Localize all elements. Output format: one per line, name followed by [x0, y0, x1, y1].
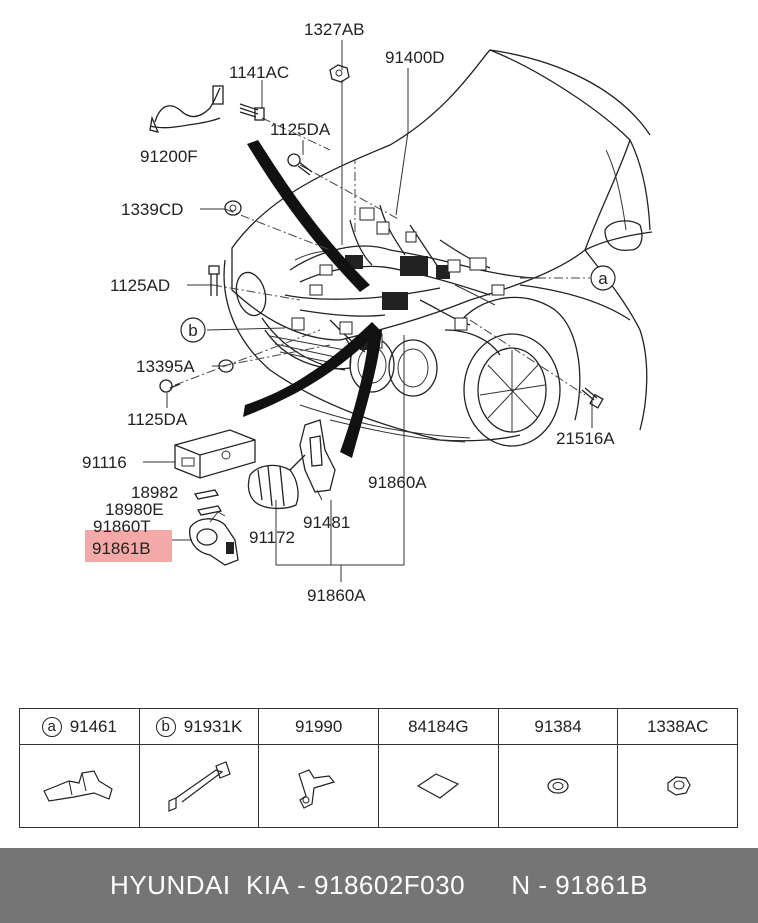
part-labels: 1327AB 91400D 1141AC 1125DA 91200F 1339C… [82, 20, 615, 605]
part-number: 91461 [69, 716, 117, 736]
part-number: 91931K [183, 716, 243, 736]
footer-banner: HYUNDAI KIA - 918602F030 N - 91861B [0, 848, 758, 923]
callout-b-label: b [188, 321, 197, 340]
label-91861B[interactable]: 91861B [92, 539, 151, 558]
label-91860T[interactable]: 91860T [93, 517, 151, 536]
ref-circle-a: a [41, 716, 62, 737]
nut-icon [667, 776, 691, 796]
label-1125AD[interactable]: 1125AD [110, 276, 170, 295]
label-91200F[interactable]: 91200F [140, 147, 198, 166]
fuse-box-91116-icon [174, 429, 256, 479]
label-91116[interactable]: 91116 [82, 453, 127, 472]
table-cell-header: 1338AC [618, 709, 738, 745]
highlight-91861B [85, 530, 172, 562]
part-number: 1338AC [646, 716, 709, 736]
grommet-icon [547, 778, 569, 794]
label-1141AC[interactable]: 1141AC [229, 63, 289, 82]
table-cell-header: 91384 [498, 709, 618, 745]
battery-components [174, 419, 336, 566]
pad-icon [417, 773, 460, 799]
label-1327AB[interactable]: 1327AB [304, 20, 365, 39]
pointer-wedges [243, 140, 382, 458]
hardware-parts [149, 64, 604, 409]
washer-1339CD-icon [224, 200, 242, 216]
bolt-21516A-icon [581, 387, 604, 409]
table-cell-header: a 91461 [20, 709, 139, 745]
part-number: 84184G [408, 716, 469, 736]
label-91860A-right[interactable]: 91860A [368, 473, 427, 492]
wiring-harness [284, 204, 541, 353]
fuse-18980E-icon [196, 505, 223, 516]
label-18980E[interactable]: 18980E [105, 500, 164, 519]
nut-1327AB-icon [329, 64, 350, 83]
footer-note: N - 91861B [511, 870, 648, 900]
footer-part-number: - 918602F030 [297, 870, 466, 900]
part-number: 91990 [295, 716, 343, 736]
table-cell-header: 84184G [379, 709, 498, 745]
bracket-b-icon [168, 761, 231, 812]
table-cell-84184G[interactable]: 84184G [379, 709, 499, 827]
bolt-1125DA-bottom-icon [159, 379, 181, 393]
callout-a-label: a [598, 269, 608, 288]
callout-a[interactable]: a [590, 265, 616, 291]
leader-lines [143, 40, 593, 582]
label-91860A-bottom[interactable]: 91860A [307, 586, 366, 605]
table-cell-header: b 91931K [139, 709, 259, 745]
label-91481[interactable]: 91481 [303, 513, 350, 532]
label-1125DA-bottom[interactable]: 1125DA [127, 410, 188, 429]
ref-circle-b: b [155, 716, 176, 737]
bolt-1141AC-icon [239, 103, 265, 121]
table-cell-1338AC[interactable]: 1338AC [618, 709, 738, 827]
parts-table: a 91461 b 91931K 91990 [19, 708, 738, 828]
cable-91200F-icon [149, 85, 224, 133]
label-1125DA-top[interactable]: 1125DA [270, 120, 331, 139]
bolt-1125DA-top-icon [287, 153, 313, 176]
nut-13395A-icon [218, 359, 234, 373]
callout-b[interactable]: b [180, 317, 206, 343]
battery-terminal-91861B-icon [189, 511, 239, 566]
table-cell-91384[interactable]: 91384 [498, 709, 619, 827]
cover-91172-icon [247, 454, 306, 510]
bracket-91481-icon [299, 419, 336, 501]
label-1339CD[interactable]: 1339CD [121, 200, 183, 219]
part-number: 91384 [534, 716, 582, 736]
table-cell-91931K[interactable]: b 91931K [139, 709, 260, 827]
table-cell-91461[interactable]: a 91461 [20, 709, 140, 827]
table-cell-header: 91990 [259, 709, 379, 745]
wiring-diagram: a b 1327AB 91400D 1141AC 1125DA 91200F 1… [82, 20, 653, 605]
label-21516A[interactable]: 21516A [556, 429, 615, 448]
label-91172[interactable]: 91172 [249, 528, 295, 547]
footer-brand: HYUNDAI KIA [110, 870, 290, 900]
label-18982[interactable]: 18982 [131, 483, 178, 502]
label-13395A[interactable]: 13395A [136, 357, 195, 376]
table-cell-91990[interactable]: 91990 [259, 709, 380, 827]
bracket-a-icon [43, 770, 114, 802]
clip-icon [297, 769, 335, 809]
bolt-1125AD-icon [208, 265, 220, 296]
label-91400D[interactable]: 91400D [385, 48, 445, 67]
fuse-18982-icon [193, 489, 220, 500]
